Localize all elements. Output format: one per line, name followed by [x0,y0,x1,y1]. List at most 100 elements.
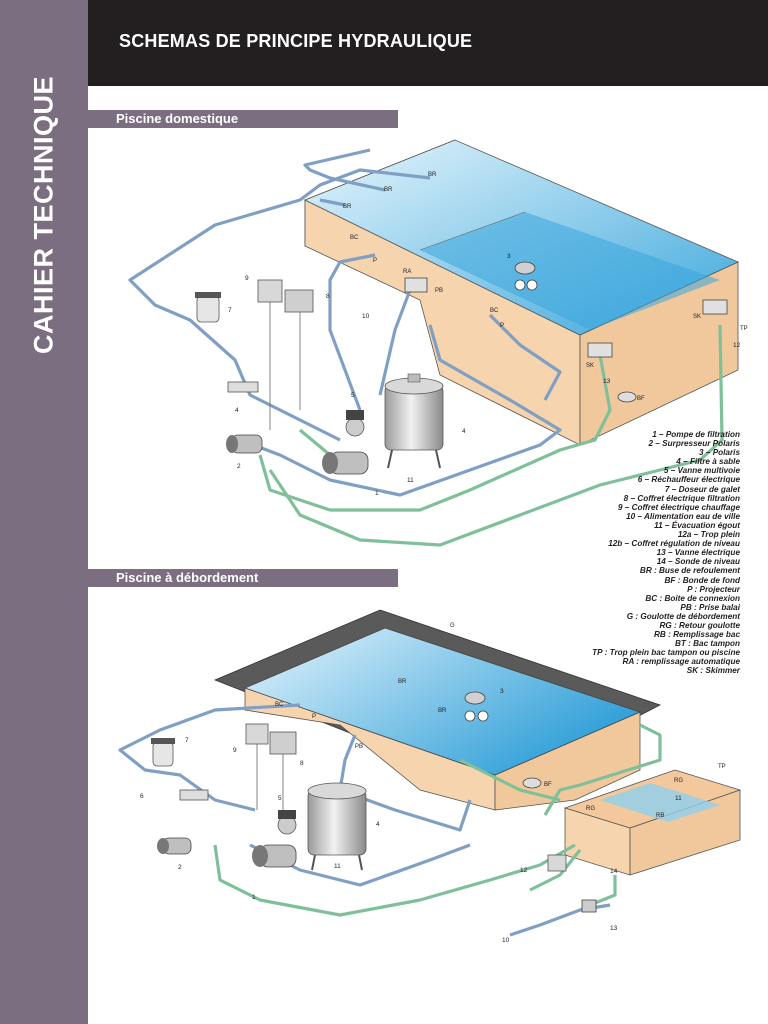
label2-tp: TP [718,764,726,770]
legend-item: RG : Retour goulotte [659,620,741,630]
num2-11b: 11 [675,795,682,802]
label-p-2: P [500,323,504,329]
num-3: 3 [507,253,511,260]
legend-item: P : Projecteur [687,584,740,594]
num-4: 4 [462,428,466,435]
diagram-debordement: G BR BR BC P PB BF RG RG RB TP 1 2 3 4 5… [118,609,742,944]
num2-9: 9 [233,747,237,754]
legend-item: 12a – Trop plein [677,530,740,540]
num-1: 1 [375,490,379,497]
label-p-1: P [373,258,377,264]
chlorinator-1 [195,292,221,323]
label-br-3: BR [343,204,352,210]
booster-pump-2 [157,837,192,855]
num2-3: 3 [500,688,504,695]
legend-item: 11 – Évacuation égout [654,520,740,530]
legend-item: PB : Prise balai [680,602,740,612]
electric-box-heating-2 [245,723,269,745]
num2-10: 10 [502,937,510,944]
label2-br-2: BR [438,708,447,714]
electric-box-filtration-1 [284,289,314,313]
booster-pump-1 [226,434,263,454]
main-drain-1 [617,391,637,403]
multiport-valve-1 [345,410,365,437]
num2-2: 2 [178,864,182,871]
pipes-blue [128,148,562,497]
legend-item: BC : Boite de connexion [645,593,740,603]
num2-12: 12 [520,867,528,874]
auto-fill-ra-1 [404,277,428,293]
sand-filter-2 [307,782,367,871]
num-9: 9 [245,275,249,282]
num-5: 5 [351,392,355,399]
level-controller [547,854,567,872]
label-bf-1: BF [637,396,645,402]
num2-6: 6 [140,793,144,800]
electric-heater-2 [179,789,209,801]
buffer-tank [563,769,742,876]
chlorinator-2 [151,738,175,767]
legend-item: 5 – Vanne multivoie [663,466,740,476]
num-8: 8 [326,293,330,300]
label-bc-2: BC [490,308,499,314]
label2-bf: BF [544,782,552,788]
legend-item: BR : Buse de refoulement [639,566,740,576]
legend-item: 10 – Alimentation eau de ville [626,511,740,521]
label-bc-1: BC [350,235,359,241]
num-12: 12 [733,342,741,349]
label-pb-1: PB [435,288,443,294]
label2-pb: PB [355,744,363,750]
legend-item: 1 – Pompe de filtration [652,430,740,439]
diagram-domestique: BR BR BR BC P RA PB BC P SK SK TP BF 1 2… [128,139,748,547]
legend-item: 9 – Coffret électrique chauffage [617,502,740,512]
electric-heater-1 [227,381,259,393]
legend-item: 12b – Coffret régulation de niveau [608,539,740,549]
electric-valve [581,899,597,913]
num-2: 2 [237,463,241,470]
num-7: 7 [228,307,232,314]
legend-item: BT : Bac tampon [674,639,740,649]
section-title-domestique: Piscine domestique [116,111,239,126]
main-drain-2 [522,777,542,789]
sidebar: CAHIER TECHNIQUE [0,0,88,1024]
label2-bc: BC [275,702,284,708]
electric-box-heating-1 [257,279,283,303]
polaris-cleaner-1 [514,261,538,291]
num2-5: 5 [278,795,282,802]
label2-p: P [312,714,316,720]
header: SCHEMAS DE PRINCIPE HYDRAULIQUE [88,0,768,86]
skimmer-2 [702,299,728,315]
legend-item: 8 – Coffret électrique filtration [623,493,740,503]
section-bar-domestique: Piscine domestique [88,110,398,128]
filtration-pump-2 [252,844,297,868]
sand-filter-1 [384,373,444,469]
legend-item: 4 – Filtre à sable [676,457,740,467]
electric-box-filtration-2 [269,731,297,755]
legend-item: G : Goulotte de débordement [626,611,740,621]
section-bar-debordement: Piscine à débordement [88,569,398,587]
legend-item: 13 – Vanne électrique [656,548,740,558]
num2-14: 14 [610,868,618,875]
legend-item: RA : remplissage automatique [622,657,740,667]
page-title: SCHEMAS DE PRINCIPE HYDRAULIQUE [119,31,473,51]
legend-item: 2 – Surpresseur Polaris [648,439,740,449]
pool-deep-end [420,212,720,330]
num2-8: 8 [300,760,304,767]
legend-item: TP : Trop plein bac tampon ou piscine [592,648,740,658]
label-tp-1: TP [740,326,748,332]
legend-item: 14 – Sonde de niveau [656,557,740,567]
legend-item: 7 – Doseur de galet [664,484,740,494]
label-sk-1: SK [586,363,594,369]
legend-item: 3 – Polaris [699,448,740,458]
label-g: G [450,623,455,629]
label2-br-1: BR [398,679,407,685]
num-13: 13 [603,378,611,385]
num2-13: 13 [610,925,618,932]
multiport-valve-2 [277,810,297,835]
legend-item: BF : Bonde de fond [664,575,741,585]
label-br-1: BR [428,172,437,178]
num2-7: 7 [185,737,189,744]
legend-item: RB : Remplissage bac [654,630,740,640]
label2-rg-1: RG [674,778,683,784]
